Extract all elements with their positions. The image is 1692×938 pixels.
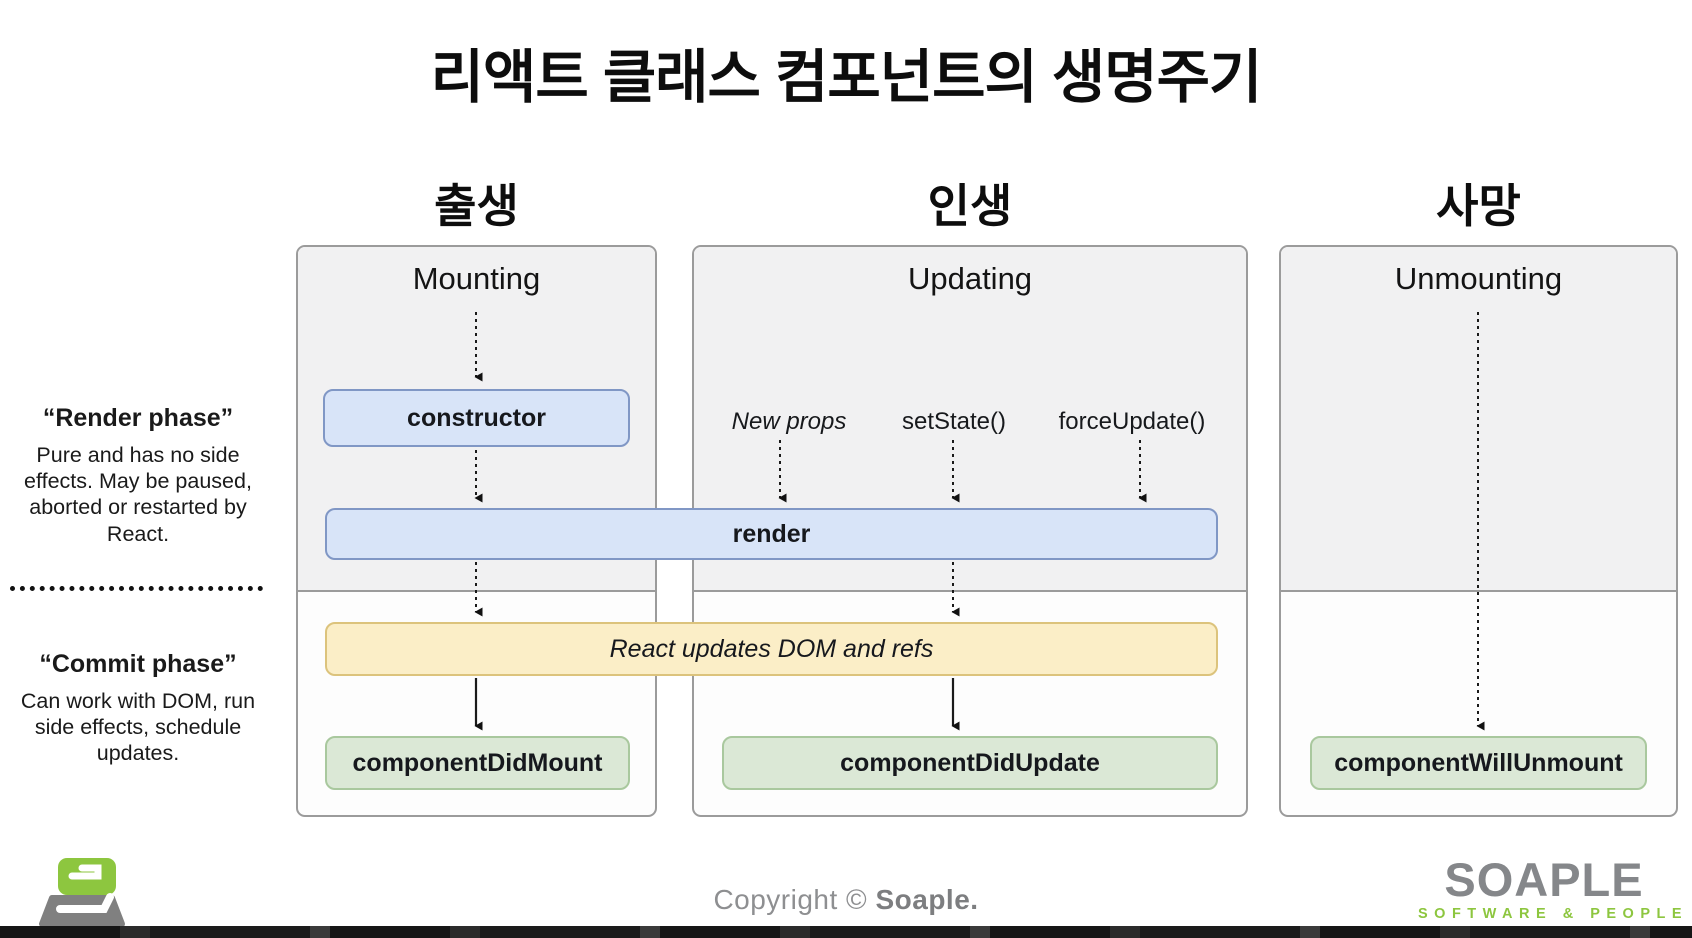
panel-unmounting: Unmounting bbox=[1279, 245, 1678, 817]
column-header-death: 사망 bbox=[1436, 180, 1521, 232]
phase-divider-dotted-line bbox=[10, 586, 263, 591]
componentdidupdate-box: componentDidUpdate bbox=[722, 736, 1218, 790]
page-title: 리액트 클래스 컴포넌트의 생명주기 bbox=[430, 45, 1263, 110]
trigger-new-props: New props bbox=[731, 408, 847, 435]
panel-updating-label: Updating bbox=[907, 261, 1033, 296]
video-timeline-strip bbox=[0, 926, 1692, 938]
panel-unmounting-render-phase-area: Unmounting bbox=[1281, 247, 1676, 592]
trigger-setstate: setState() bbox=[901, 408, 1007, 435]
componentdidmount-box: componentDidMount bbox=[325, 736, 630, 790]
render-box: render bbox=[325, 508, 1218, 560]
componentwillunmount-box: componentWillUnmount bbox=[1310, 736, 1647, 790]
react-updates-dom-box: React updates DOM and refs bbox=[325, 622, 1218, 676]
soaple-mark-icon bbox=[39, 858, 125, 927]
soaple-logo: SOAPLE SOFTWARE & PEOPLE bbox=[1418, 853, 1689, 922]
column-header-birth: 출생 bbox=[434, 180, 519, 232]
commit-phase-title: “Commit phase” bbox=[39, 650, 237, 678]
render-phase-title: “Render phase” bbox=[42, 404, 234, 432]
commit-phase-description: Can work with DOM, run side effects, sch… bbox=[20, 689, 256, 766]
copyright-brand: Soaple. bbox=[875, 884, 979, 915]
copyright-prefix: Copyright © bbox=[713, 884, 876, 915]
panel-mounting-label: Mounting bbox=[412, 261, 541, 296]
panel-unmounting-label: Unmounting bbox=[1394, 261, 1563, 296]
soaple-tagline: SOFTWARE & PEOPLE bbox=[1418, 906, 1689, 922]
constructor-box: constructor bbox=[323, 389, 630, 447]
render-phase-description: Pure and has no side effects. May be pau… bbox=[24, 443, 252, 546]
trigger-forceupdate: forceUpdate() bbox=[1058, 408, 1206, 435]
soaple-wordmark: SOAPLE bbox=[1444, 853, 1644, 906]
column-header-life: 인생 bbox=[927, 180, 1013, 232]
copyright-text: Copyright © Soaple. bbox=[0, 884, 1692, 916]
